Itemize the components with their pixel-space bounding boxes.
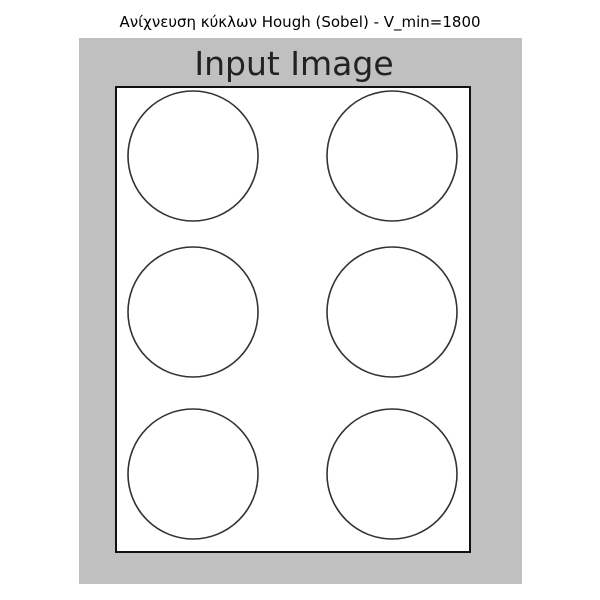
input-image-panel: Input Image: [79, 38, 522, 584]
input-image-canvas: Input Image: [79, 38, 522, 584]
input-image-heading: Input Image: [194, 44, 393, 83]
circle-r1-c2: [326, 90, 458, 222]
circle-r1-c1: [127, 90, 259, 222]
circle-group: [127, 90, 458, 540]
circle-r3-c1: [127, 408, 259, 540]
circle-r3-c2: [326, 408, 458, 540]
document-sheet: [115, 86, 471, 553]
figure-title: Ανίχνευση κύκλων Hough (Sobel) - V_min=1…: [119, 13, 481, 31]
circle-r2-c1: [127, 246, 259, 378]
circle-r2-c2: [326, 246, 458, 378]
